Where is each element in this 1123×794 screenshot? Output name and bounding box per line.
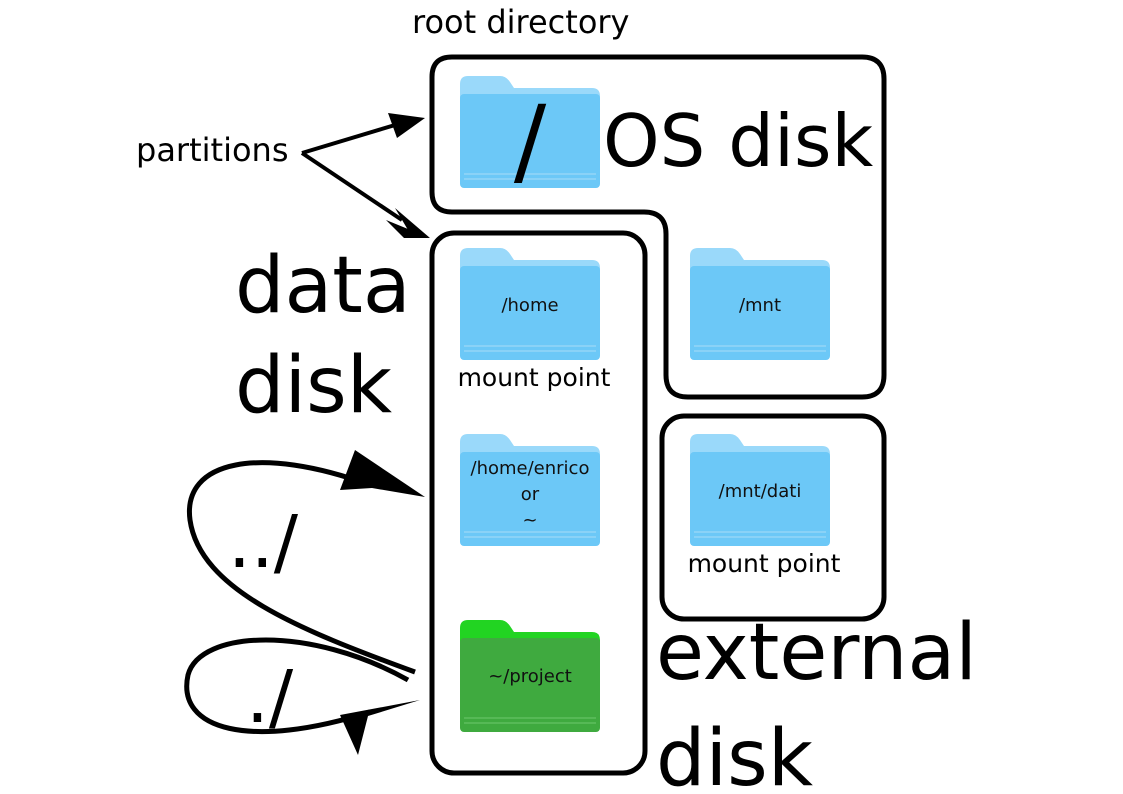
home-mount-point-caption: mount point (458, 363, 611, 392)
folder-project-icon (460, 620, 600, 732)
external-disk-label-line1: external (656, 608, 977, 698)
data-disk-label-line1: data (235, 241, 411, 331)
current-dir-arrow (184, 637, 420, 755)
folder-project-label: ~/project (488, 666, 572, 687)
folder-mnt-label: /mnt (739, 295, 781, 316)
folder-enrico-line1: /home/enrico (471, 458, 590, 479)
folder-home-icon (460, 248, 600, 360)
external-disk-label-line2: disk (656, 714, 813, 794)
parent-dir-label: ../ (228, 500, 299, 584)
dati-mount-point-caption: mount point (688, 549, 841, 578)
partitions-label: partitions (136, 131, 288, 169)
data-disk-outline (429, 230, 648, 776)
external-disk-outline (659, 413, 887, 622)
os-disk-label: OS disk (603, 99, 873, 183)
current-dir-label: ./ (246, 655, 294, 739)
folder-enrico-line3: ~ (522, 510, 537, 531)
folder-dati-icon (690, 434, 830, 546)
root-directory-label: root directory (412, 3, 629, 41)
folder-enrico-icon (460, 434, 600, 546)
folder-enrico-line2: or (521, 484, 540, 505)
parent-dir-arrow (186, 450, 425, 675)
folder-root-label: / (514, 85, 547, 197)
folder-dati-label: /mnt/dati (719, 481, 802, 502)
os-disk-outline (429, 54, 887, 400)
folder-root-icon (460, 76, 600, 188)
data-disk-label-line2: disk (235, 341, 392, 431)
partitions-arrows (300, 113, 430, 238)
folder-mnt-icon (690, 248, 830, 360)
folder-home-label: /home (501, 295, 558, 316)
